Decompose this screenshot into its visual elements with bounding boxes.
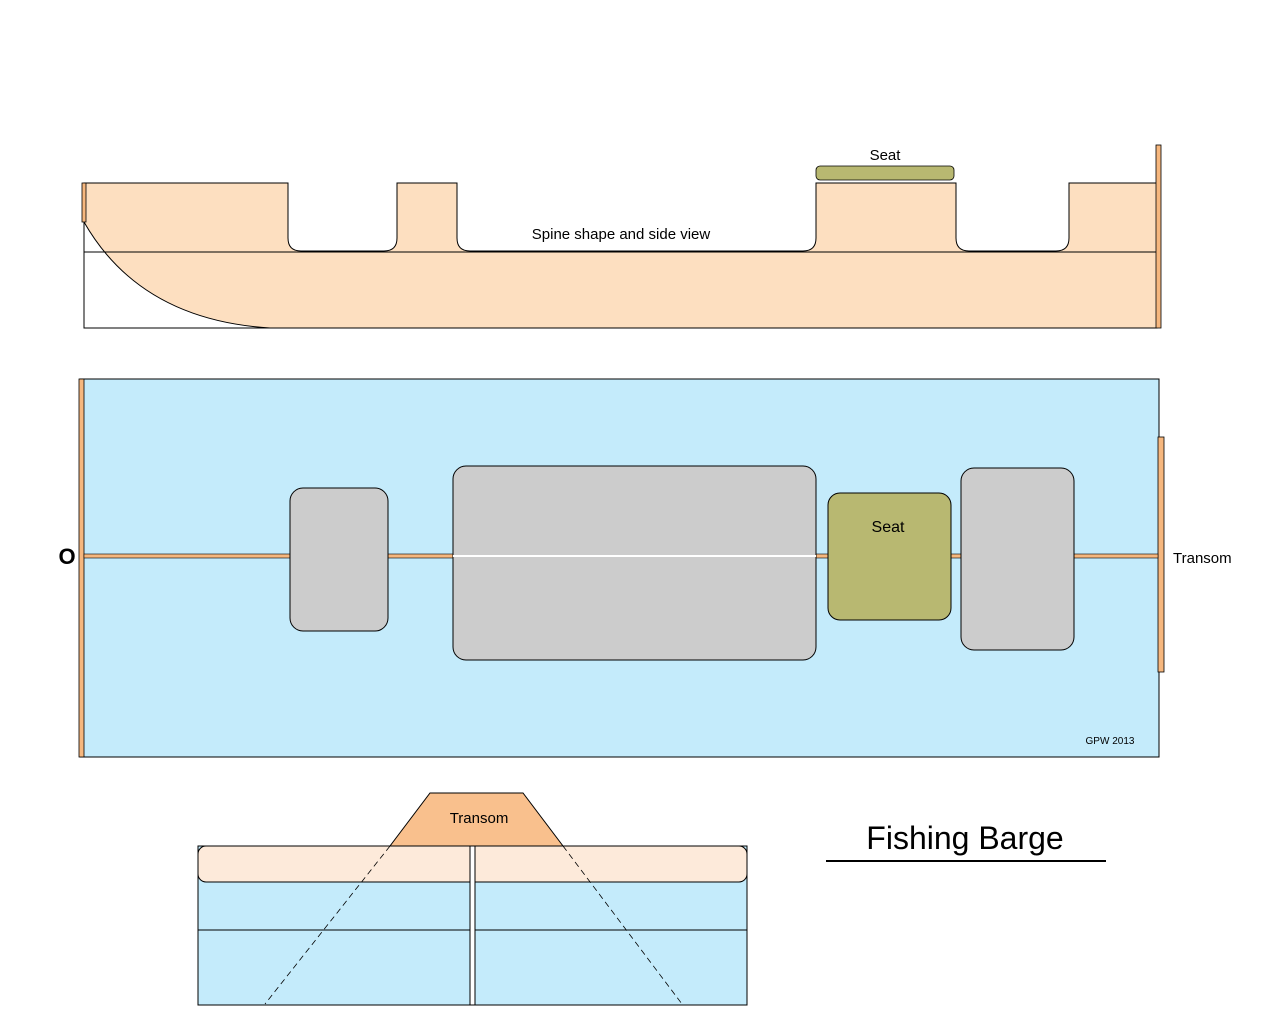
top-view: Seat O Transom GPW 2013 [58,378,1232,758]
drawing-title: Fishing Barge [866,820,1063,856]
title-block: Fishing Barge [826,820,1106,862]
flare-line-right [562,845,683,1005]
bow-marker: O [58,544,75,569]
seat-label-top: Seat [872,519,905,536]
transom-plank-side [1155,144,1162,329]
seat-top [827,492,952,621]
transom-label-top: Transom [1173,550,1232,567]
compartment-1 [289,487,389,632]
flare-line-left [264,845,391,1005]
transom-plank-top [1157,436,1165,673]
seat-label-side: Seat [870,147,902,164]
end-view-spine [469,845,476,1006]
seat-board-side [815,165,955,181]
hull-side-profile [83,182,1158,329]
transom-label-end: Transom [450,810,509,827]
bow-plank [81,182,87,223]
credit-text: GPW 2013 [1086,736,1135,747]
bow-curve [83,220,271,329]
end-view: Transom [197,792,748,1006]
compartment-2 [452,465,817,661]
bow-plank-top [78,378,85,758]
compartment-3 [960,467,1075,651]
side-view: Seat Spine shape and side view [81,144,1162,329]
spine-label: Spine shape and side view [532,226,711,243]
